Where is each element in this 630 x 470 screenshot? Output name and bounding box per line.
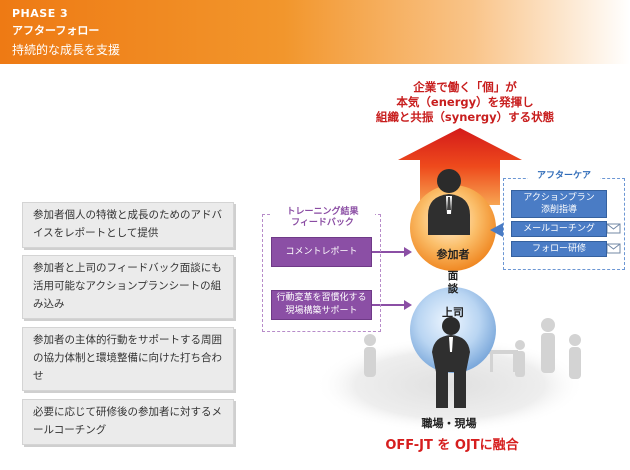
comment-report-box: コメントレポート	[271, 237, 372, 267]
feedback-connectors	[372, 247, 412, 310]
workplace-label: 職場・現場	[421, 417, 477, 430]
phase-description: 持続的な成長を支援	[12, 43, 121, 57]
fusion-caption: OFF-JT を OJTに融合	[385, 438, 519, 453]
boss-figure	[432, 317, 470, 408]
header-band: PHASE 3 アフターフォロー 持続的な成長を支援	[0, 0, 630, 64]
left-item-action-plan: 参加者と上司のフィードバック面談にも活用可能なアクションプランシートの組み込み	[22, 255, 234, 319]
left-item-support: 参加者の主体的行動をサポートする周囲の協力体制と環境整備に向けた打ち合わせ	[22, 327, 234, 391]
phase-label: PHASE 3	[12, 7, 69, 20]
mail-icons	[606, 223, 621, 254]
follow-training-label: フォロー研修	[531, 244, 586, 254]
mail-coaching-box: メールコーチング	[511, 221, 607, 237]
field-support-line-1: 行動変革を習慣化する	[276, 293, 367, 303]
boss-label: 上司	[442, 306, 464, 319]
follow-training-box: フォロー研修	[511, 241, 607, 257]
interview-line-2: 談	[447, 283, 459, 295]
office-silhouettes	[364, 318, 581, 379]
action-plan-line-2: 添削指導	[540, 205, 577, 215]
feedback-title: トレーニング結果 フィードバック	[270, 207, 375, 229]
left-item-report: 参加者個人の特徴と成長のためのアドバイスをレポートとして提供	[22, 202, 234, 248]
goal-line-3: 組織と共振（synergy）する状態	[375, 110, 555, 124]
phase-subtitle: アフターフォロー	[12, 24, 100, 37]
aftercare-title: アフターケア	[528, 170, 600, 182]
left-item-mail-coaching: 必要に応じて研修後の参加者に対するメールコーチング	[22, 399, 234, 445]
interview-label: 面 談	[440, 270, 466, 296]
participant-figure	[428, 169, 470, 235]
goal-line-1: 企業で働く「個」が	[413, 80, 517, 94]
feedback-title-line-2: フィードバック	[291, 218, 354, 228]
action-plan-line-1: アクションプラン	[523, 193, 595, 203]
action-plan-box: アクションプラン 添削指導	[511, 190, 607, 218]
field-support-line-2: 現場構築サポート	[285, 306, 358, 316]
growth-arrow	[398, 128, 522, 205]
mail-coaching-label: メールコーチング	[523, 224, 595, 234]
goal-headline: 企業で働く「個」が 本気（energy）を発揮し 組織と共振（synergy）す…	[345, 80, 585, 125]
goal-line-2: 本気（energy）を発揮し	[396, 95, 534, 109]
feedback-title-line-1: トレーニング結果	[286, 207, 359, 217]
aftercare-connector	[490, 223, 503, 237]
field-support-box: 行動変革を習慣化する 現場構築サポート	[271, 290, 372, 320]
comment-report-label: コメントレポート	[285, 246, 358, 257]
participant-label: 参加者	[436, 248, 470, 261]
interview-line-1: 面	[447, 270, 459, 282]
